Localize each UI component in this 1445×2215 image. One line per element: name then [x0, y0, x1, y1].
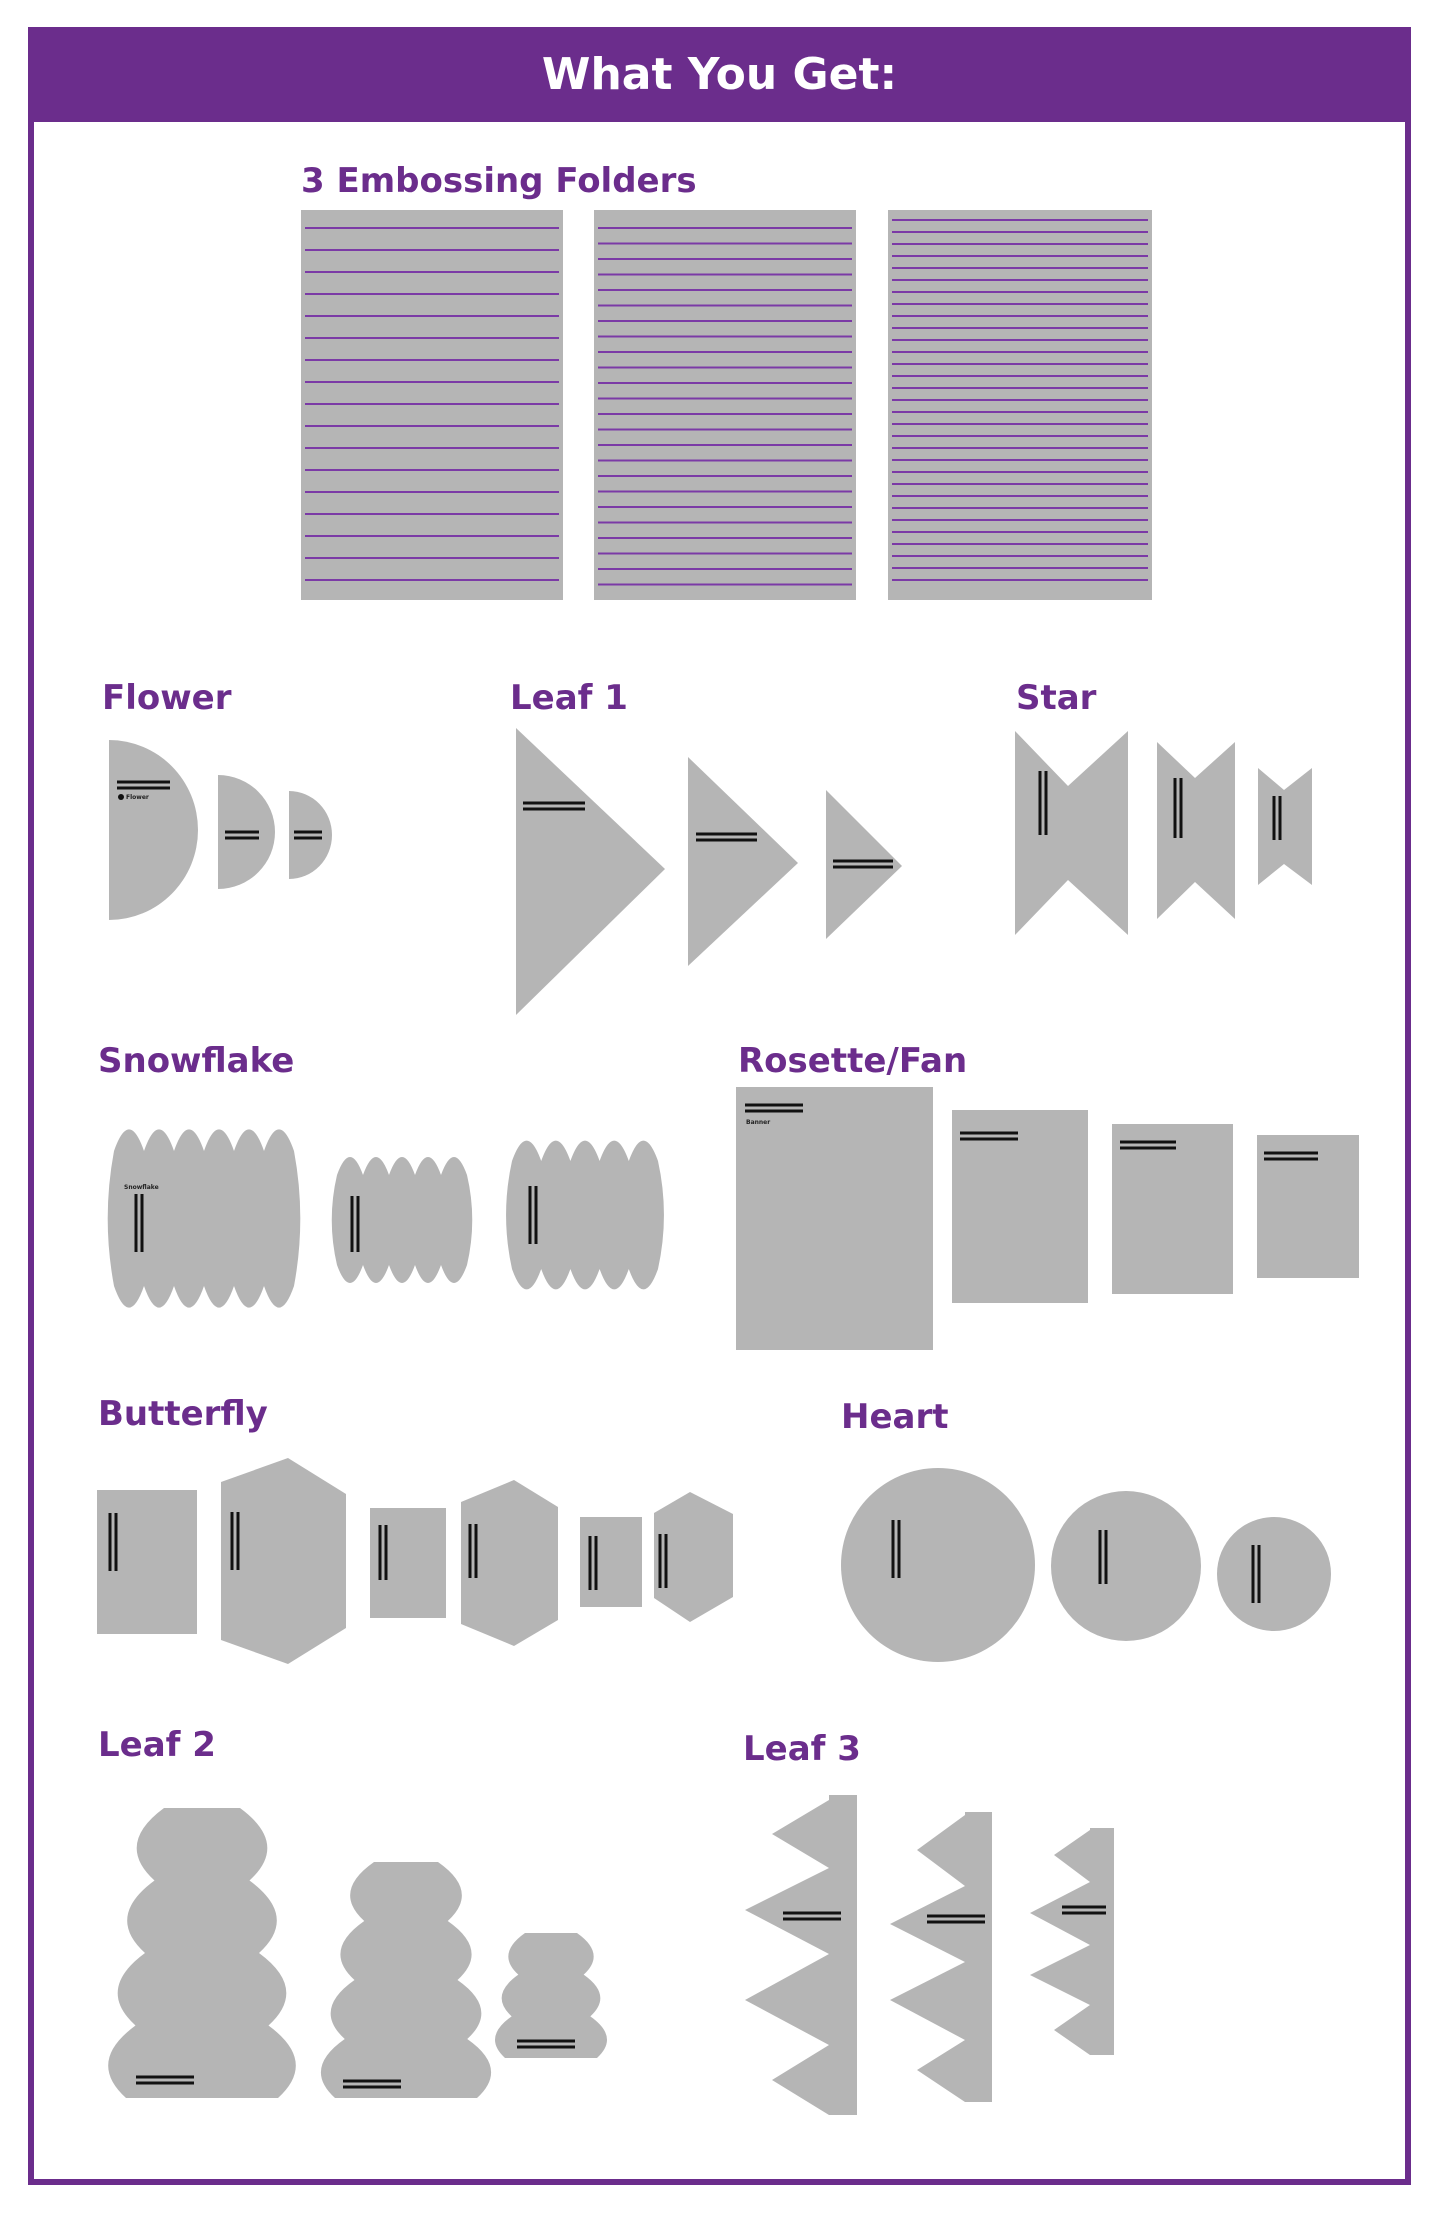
leaf1-heading: Leaf 1: [510, 678, 628, 718]
snowflake-die-medium: [331, 1157, 473, 1283]
embossing-folder-2: [594, 210, 856, 600]
leaf1-die-medium: [688, 757, 798, 966]
butterfly-die-part2-small: [654, 1492, 733, 1622]
rosette-die-4: [1257, 1135, 1359, 1278]
star-die-medium: [1157, 742, 1235, 919]
snowflake-die-large: Snowflake: [107, 1129, 301, 1308]
flower-die-large: Flower: [109, 740, 198, 920]
butterfly-die-part2-medium: [461, 1480, 558, 1646]
star-die-large: [1015, 731, 1128, 935]
heart-die-large: [841, 1468, 1035, 1662]
heart-die-small: [1217, 1517, 1331, 1631]
leaf3-die-small: [1030, 1828, 1114, 2055]
leaf2-heading: Leaf 2: [98, 1725, 216, 1765]
butterfly-die-part2-large: [221, 1458, 346, 1664]
leaf2-die-large: [108, 1808, 296, 2098]
star-heading: Star: [1016, 678, 1097, 718]
page-title: What You Get:: [28, 27, 1411, 122]
snowflake-die-small: [506, 1140, 664, 1290]
leaf1-die-small: [826, 790, 902, 939]
heart-heading: Heart: [841, 1397, 949, 1437]
snowflake-die-label: Snowflake: [124, 1184, 159, 1191]
leaf3-die-large: [745, 1795, 857, 2115]
flower-die-label: Flower: [126, 794, 149, 801]
rosette-die-3: [1112, 1124, 1233, 1294]
embossing-folder-1: [301, 210, 563, 600]
butterfly-heading: Butterfly: [98, 1394, 268, 1434]
snowflake-heading: Snowflake: [98, 1041, 295, 1081]
embossing-folder-3: [888, 210, 1152, 600]
butterfly-die-part1-small: [580, 1517, 642, 1607]
rosette-die-1: Banner: [736, 1087, 933, 1350]
butterfly-die-part1-medium: [370, 1508, 446, 1618]
flower-die-small: [289, 791, 332, 879]
folders-heading: 3 Embossing Folders: [301, 161, 697, 201]
leaf2-die-small: [494, 1933, 608, 2058]
leaf3-heading: Leaf 3: [743, 1729, 861, 1769]
rosette-die-label: Banner: [746, 1119, 770, 1126]
flower-die-medium: [218, 775, 275, 889]
rosette-heading: Rosette/Fan: [738, 1041, 968, 1081]
star-die-small: [1258, 768, 1312, 885]
flower-heading: Flower: [102, 678, 232, 718]
rosette-die-2: [952, 1110, 1088, 1303]
butterfly-die-part1-large: [97, 1490, 197, 1634]
leaf1-die-large: [516, 728, 665, 1015]
leaf2-die-medium: [320, 1862, 492, 2098]
leaf3-die-medium: [890, 1812, 992, 2102]
heart-die-medium: [1051, 1491, 1201, 1641]
